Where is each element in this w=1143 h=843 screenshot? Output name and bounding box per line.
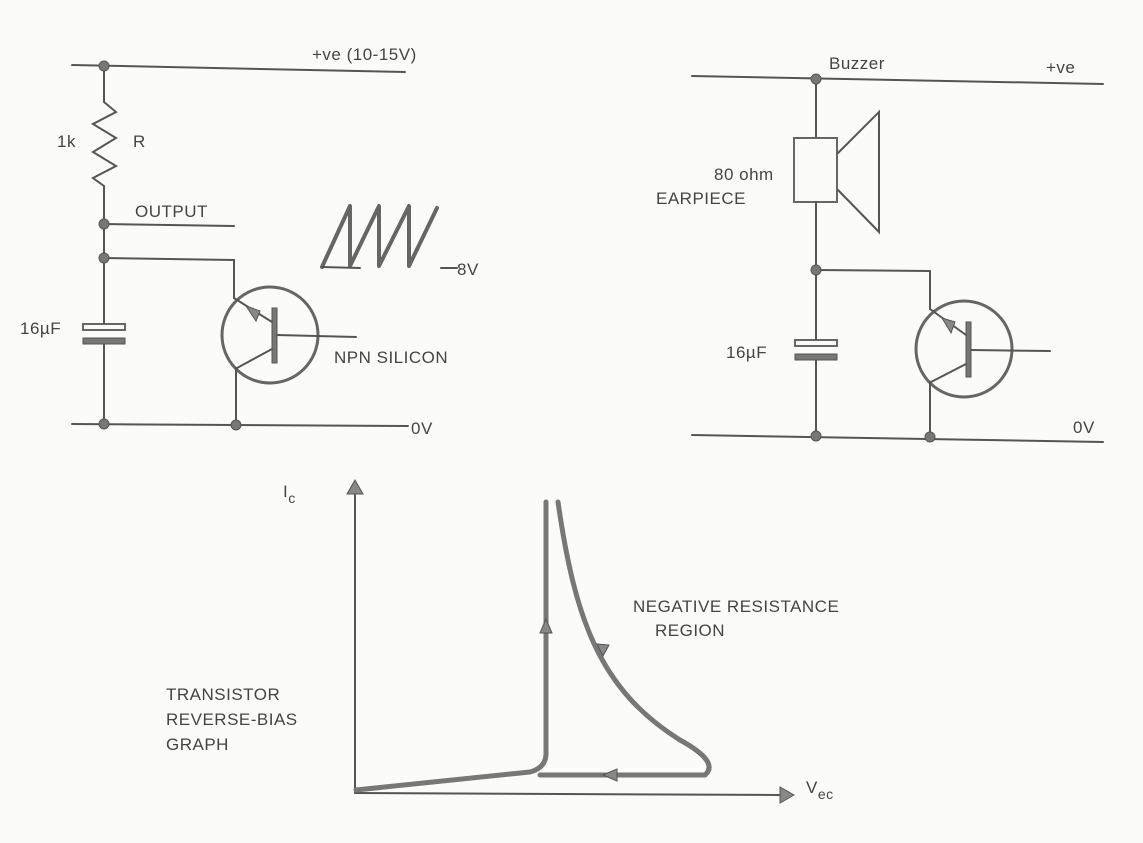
ground-label: 0V xyxy=(1073,418,1095,437)
breakdown-curve-rising xyxy=(353,499,549,793)
earpiece-value: 80 ohm xyxy=(714,165,774,184)
y-axis-arrow-icon xyxy=(346,478,364,495)
capacitor-plate-top xyxy=(82,323,126,331)
supply-label: +ve xyxy=(1046,58,1075,77)
region-label-line1: NEGATIVE RESISTANCE xyxy=(633,597,839,616)
junction-dot xyxy=(810,73,822,85)
output-wire xyxy=(103,223,235,227)
positive-rail xyxy=(71,64,406,73)
right-circuit: Buzzer +ve 80 ohm EARPIECE 16µF xyxy=(656,54,1104,443)
resistor-name: R xyxy=(133,132,146,151)
resistor-symbol xyxy=(90,101,119,187)
wire xyxy=(103,257,235,261)
x-axis-arrow-icon xyxy=(779,786,796,804)
x-axis-label-main: V xyxy=(806,778,818,797)
resistor-value: 1k xyxy=(57,132,76,151)
earpiece-symbol xyxy=(793,109,880,235)
capacitor-plate-top xyxy=(794,339,838,347)
y-axis-label: Ic xyxy=(283,482,296,506)
caption-line2: REVERSE-BIAS xyxy=(166,710,298,729)
ground-label: 0V xyxy=(411,419,433,438)
upward-arrow-icon xyxy=(539,617,553,634)
negative-resistance-curve xyxy=(537,499,712,778)
caption-line1: TRANSISTOR xyxy=(166,685,280,704)
leftward-arrow-icon xyxy=(601,768,618,782)
region-label-line2: REGION xyxy=(655,621,725,640)
npn-transistor-symbol xyxy=(220,285,357,426)
junction-dot xyxy=(98,60,110,72)
waveform-base xyxy=(321,266,361,269)
capacitor-label: 16µF xyxy=(20,319,61,338)
junction-dot xyxy=(98,218,110,230)
junction-dot xyxy=(924,431,936,443)
waveform-label: 8V xyxy=(457,260,479,279)
y-axis-label-sub: c xyxy=(288,490,296,506)
earpiece-label: EARPIECE xyxy=(656,189,746,208)
positive-rail xyxy=(691,75,1104,85)
sawtooth-waveform xyxy=(320,204,439,269)
junction-dot xyxy=(810,430,822,442)
x-axis xyxy=(354,792,781,796)
left-circuit: +ve (10-15V) 1k R OUTPUT 16µF NPN SILICO… xyxy=(20,45,479,438)
npn-transistor-symbol xyxy=(914,299,1051,438)
capacitor-label: 16µF xyxy=(726,343,767,362)
wire xyxy=(815,269,931,272)
output-label: OUTPUT xyxy=(135,202,208,221)
supply-label: +ve (10-15V) xyxy=(312,45,417,64)
caption-line3: GRAPH xyxy=(166,735,229,754)
x-axis-label: Vec xyxy=(806,778,834,802)
junction-dot xyxy=(810,264,822,276)
y-axis-label-main: I xyxy=(283,482,288,501)
junction-dot xyxy=(98,418,110,430)
transistor-label: NPN SILICON xyxy=(334,348,448,367)
x-axis-label-sub: ec xyxy=(818,786,834,802)
junction-dot xyxy=(98,252,110,264)
buzzer-title: Buzzer xyxy=(829,54,885,73)
ground-rail xyxy=(691,434,1104,443)
downward-arrow-icon xyxy=(596,643,610,658)
junction-dot xyxy=(230,419,242,431)
reverse-bias-graph: Ic Vec NEGATIVE RESISTANCE REGION TRANSI… xyxy=(166,478,839,804)
